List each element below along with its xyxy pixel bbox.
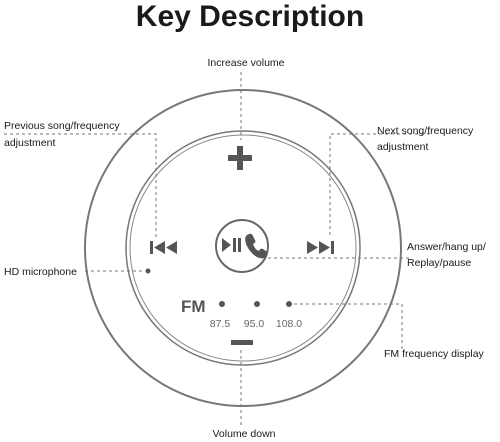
play-icon [222, 238, 231, 252]
fm-label: FM [181, 297, 206, 316]
diagram-title: Key Description [136, 0, 364, 33]
previous-button[interactable] [150, 241, 177, 254]
frequency-dot [219, 301, 225, 307]
next-button[interactable] [307, 241, 334, 254]
minus-icon [231, 340, 253, 345]
label-previous-song-line2: adjustment [4, 137, 55, 149]
pause-icon [233, 238, 236, 252]
speaker-device [84, 89, 402, 407]
fm-frequency-display: FM 87.5 95.0 108.0 [181, 297, 302, 330]
label-answer-line2: Replay/pause [407, 257, 471, 269]
volume-down-button[interactable] [231, 340, 253, 345]
play-pause-call-button[interactable] [215, 219, 269, 273]
frequency-dot [254, 301, 260, 307]
label-answer-line1: Answer/hang up/ [407, 241, 486, 253]
center-button-ring [215, 219, 269, 273]
frequency-dot [286, 301, 292, 307]
label-previous-song-line1: Previous song/frequency [4, 120, 120, 132]
inner-ring-outer [125, 130, 361, 366]
frequency-label: 108.0 [276, 318, 302, 330]
volume-up-button[interactable] [228, 146, 252, 170]
label-next-song-line2: adjustment [377, 141, 428, 153]
frequency-label: 95.0 [244, 318, 265, 330]
label-hd-microphone: HD microphone [4, 266, 77, 278]
label-increase-volume: Increase volume [207, 57, 284, 69]
inner-ring-inner [129, 134, 357, 362]
plus-icon [228, 155, 252, 161]
phone-icon [245, 233, 268, 259]
label-volume-down: Volume down [212, 428, 275, 440]
callout-leaders [4, 72, 430, 428]
previous-icon [154, 241, 165, 254]
next-icon [307, 241, 318, 254]
microphone-hole [145, 268, 151, 274]
label-next-song-line1: Next song/frequency [377, 125, 474, 137]
label-fm-display: FM frequency display [384, 348, 485, 360]
frequency-label: 87.5 [210, 318, 231, 330]
outer-ring [84, 89, 402, 407]
